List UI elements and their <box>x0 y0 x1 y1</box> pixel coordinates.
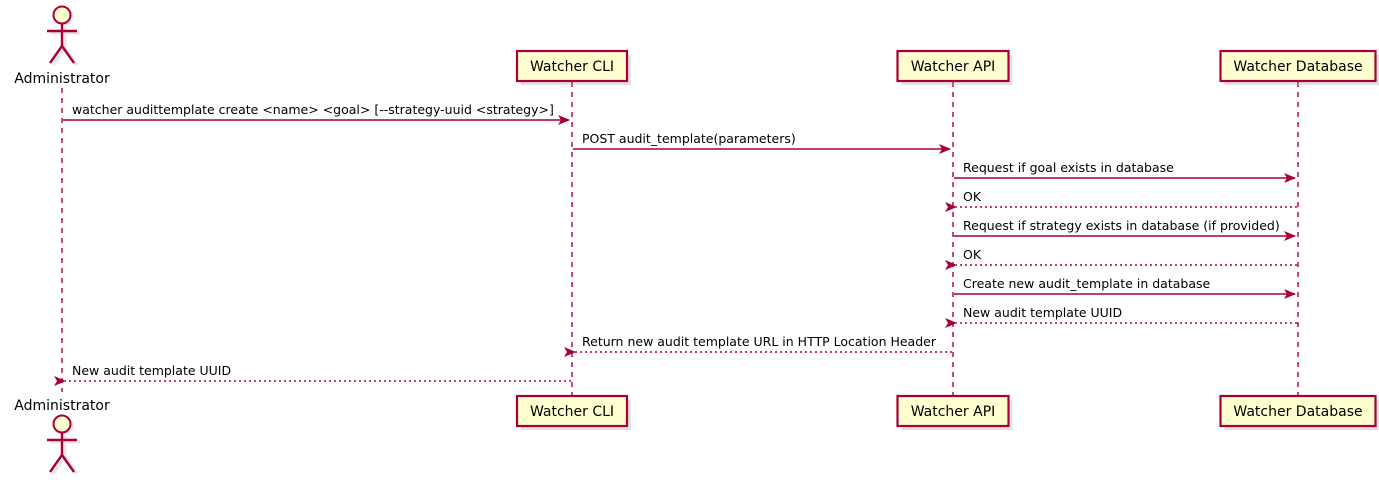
message-2: POST audit_template(parameters) <box>573 131 951 154</box>
actor-head-icon <box>52 5 72 25</box>
message-8: New audit template UUID <box>945 305 1297 328</box>
actor-head-icon <box>52 414 72 434</box>
message-4: OK <box>945 189 1297 212</box>
messages-layer: watcher audittemplate create <name> <goa… <box>54 102 1297 386</box>
message-label-5: Request if strategy exists in database (… <box>963 218 1280 233</box>
participant-box-watcher-cli-top[interactable]: Watcher CLI <box>515 49 631 85</box>
message-9: Return new audit template URL in HTTP Lo… <box>564 334 952 357</box>
message-10: New audit template UUID <box>54 363 571 386</box>
actor-label-administrator-top: Administrator <box>14 71 110 87</box>
message-label-3: Request if goal exists in database <box>963 160 1174 175</box>
message-label-10: New audit template UUID <box>72 363 231 378</box>
message-6: OK <box>945 247 1297 270</box>
message-label-4: OK <box>963 189 982 204</box>
participant-box-watcher-api-top[interactable]: Watcher API <box>896 49 1013 85</box>
participant-label-watcher-api: Watcher API <box>911 404 996 420</box>
participant-label-watcher-cli: Watcher CLI <box>530 59 614 75</box>
message-label-2: POST audit_template(parameters) <box>582 131 796 146</box>
lifelines-layer <box>61 82 1299 396</box>
participant-label-watcher-database: Watcher Database <box>1233 59 1362 75</box>
participant-box-watcher-api-bottom[interactable]: Watcher API <box>896 394 1013 430</box>
message-label-8: New audit template UUID <box>963 305 1122 320</box>
message-3: Request if goal exists in database <box>954 160 1296 183</box>
message-5: Request if strategy exists in database (… <box>954 218 1296 241</box>
participant-box-watcher-database-top[interactable]: Watcher Database <box>1219 49 1379 85</box>
participant-label-watcher-database: Watcher Database <box>1233 404 1362 420</box>
message-label-7: Create new audit_template in database <box>963 276 1210 291</box>
message-label-6: OK <box>963 247 982 262</box>
participant-label-watcher-cli: Watcher CLI <box>530 404 614 420</box>
message-label-9: Return new audit template URL in HTTP Lo… <box>582 334 937 349</box>
participant-label-watcher-api: Watcher API <box>911 59 996 75</box>
participants-layer: Watcher CLI Watcher CLI Watcher API Watcher… <box>515 49 1379 430</box>
participant-box-watcher-database-bottom[interactable]: Watcher Database <box>1219 394 1379 430</box>
participant-box-watcher-cli-bottom[interactable]: Watcher CLI <box>515 394 631 430</box>
actor-label-administrator-bottom: Administrator <box>14 398 110 414</box>
actor-administrator-bottom <box>47 414 80 475</box>
message-7: Create new audit_template in database <box>954 276 1296 299</box>
message-label-1: watcher audittemplate create <name> <goa… <box>72 102 554 117</box>
message-1: watcher audittemplate create <name> <goa… <box>63 102 570 125</box>
actor-administrator-top <box>47 5 80 66</box>
